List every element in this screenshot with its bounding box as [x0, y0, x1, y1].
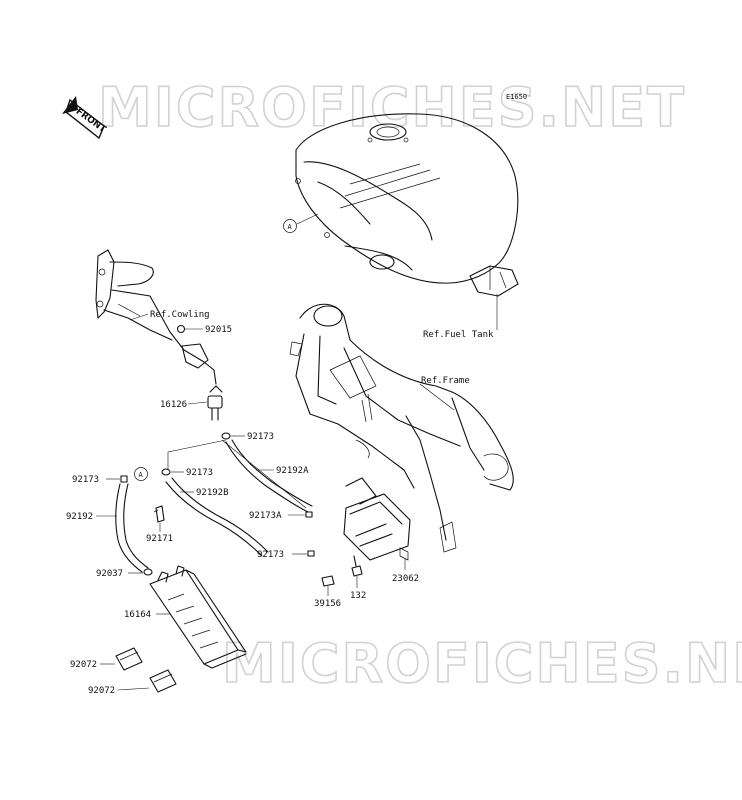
bolt-92015	[176, 324, 186, 334]
part-92173-a-label: 92173	[247, 432, 274, 442]
part-92171-label: 92171	[146, 534, 173, 544]
bolt-132	[351, 555, 363, 577]
ref-marker-a-hose	[134, 467, 148, 481]
clamp-92173a	[305, 511, 313, 518]
part-92015-label: 92015	[205, 325, 232, 335]
clip-92171	[153, 505, 165, 523]
part-132-label: 132	[350, 591, 366, 601]
clamp-92173-a	[221, 432, 231, 440]
band-92072-b	[149, 669, 177, 693]
watermark-top: MICROFICHES.NET	[98, 76, 686, 139]
fuel-tank	[295, 113, 519, 330]
part-92037-label: 92037	[96, 569, 123, 579]
canister-16164	[149, 565, 247, 669]
clamp-92173-b	[161, 468, 171, 476]
diagram-code: E1650	[506, 93, 527, 101]
band-92072-a	[115, 647, 143, 671]
part-92072-a-label: 92072	[70, 660, 97, 670]
ref-marker-a-tank	[283, 219, 297, 233]
ref-fuel-tank-label: Ref.Fuel Tank	[423, 330, 494, 340]
part-92072-b-label: 92072	[88, 686, 115, 696]
valve-16126	[207, 385, 223, 421]
part-23062-label: 23062	[392, 574, 419, 584]
part-92173-c-label: 92173	[257, 550, 284, 560]
part-92192a-label: 92192A	[276, 466, 309, 476]
ref-marker-a-hose-label: A	[139, 471, 144, 479]
ref-marker-a-tank-label: A	[288, 223, 293, 231]
part-39156-label: 39156	[314, 599, 341, 609]
hose-92192	[115, 483, 143, 573]
cowling-bracket	[95, 249, 217, 385]
ref-cowling-label: Ref.Cowling	[150, 310, 210, 320]
clamp-92037	[143, 568, 153, 576]
ref-frame-label: Ref.Frame	[421, 376, 470, 386]
part-92173-left-label: 92173	[72, 475, 99, 485]
bracket-23062	[343, 477, 411, 561]
hose-92192b	[165, 481, 263, 557]
part-92173a-label: 92173A	[249, 511, 282, 521]
part-16164-label: 16164	[124, 610, 151, 620]
frame	[289, 303, 514, 553]
part-92192-label: 92192	[66, 512, 93, 522]
part-92173-b-label: 92173	[186, 468, 213, 478]
hose-92192a	[225, 441, 309, 513]
clamp-92173-left	[120, 475, 128, 483]
part-92192b-label: 92192B	[196, 488, 229, 498]
part-16126-label: 16126	[160, 400, 187, 410]
clamp-92173-c	[307, 550, 315, 557]
spacer-39156	[321, 575, 335, 587]
watermark-bottom: MICROFICHES.NET	[222, 632, 742, 695]
